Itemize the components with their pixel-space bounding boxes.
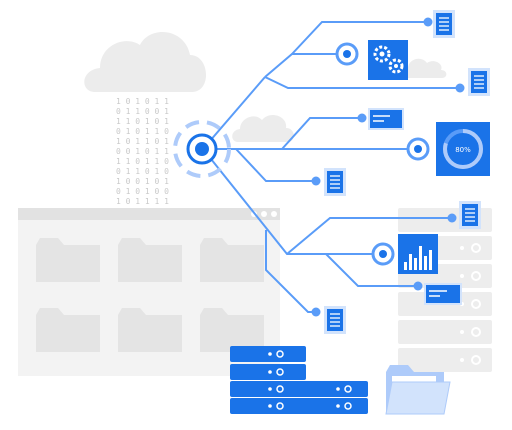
document-icon xyxy=(459,201,481,229)
terminal-window-icon xyxy=(368,108,404,130)
terminal-window-icon xyxy=(424,283,462,305)
svg-text:1 0 1 1 1 1: 1 0 1 1 1 1 xyxy=(116,197,169,206)
svg-text:0 1 1 0 1 0: 0 1 1 0 1 0 xyxy=(116,167,169,176)
svg-text:0 0 1 0 1 1: 0 0 1 0 1 1 xyxy=(116,147,169,156)
svg-text:1 0 0 1 0 1: 1 0 0 1 0 1 xyxy=(116,177,169,186)
svg-text:0 1 0 1 0 0: 0 1 0 1 0 0 xyxy=(116,187,169,196)
folder-icon xyxy=(200,238,264,282)
svg-text:1 0 1 1 0 1: 1 0 1 1 0 1 xyxy=(116,137,169,146)
document-icon xyxy=(324,168,346,196)
folder-icon xyxy=(36,308,100,352)
svg-text:0 1 1 0 0 1: 0 1 1 0 0 1 xyxy=(116,107,169,116)
progress-gauge-icon: 80% xyxy=(436,122,490,176)
svg-text:1 1 0 1 0 1: 1 1 0 1 0 1 xyxy=(116,117,169,126)
binary-rain: 1 0 1 0 1 1 0 1 1 0 0 1 1 1 0 1 0 1 0 1 … xyxy=(116,97,169,206)
svg-text:1 1 0 1 1 0: 1 1 0 1 1 0 xyxy=(116,157,169,166)
blue-server-stack-icon xyxy=(230,346,368,414)
folder-grid xyxy=(36,238,264,352)
gauge-value-label: 80% xyxy=(455,146,471,154)
folder-icon xyxy=(200,308,264,352)
small-cloud-icon xyxy=(232,114,294,142)
gauge-arc xyxy=(443,129,483,169)
folder-icon xyxy=(36,238,100,282)
data-cloud-icon xyxy=(84,32,207,92)
small-cloud-icon xyxy=(401,58,447,78)
network-hub-icon xyxy=(173,120,231,178)
document-icon xyxy=(468,68,490,96)
open-folder-icon xyxy=(385,365,451,415)
folder-icon xyxy=(118,308,182,352)
node-target-icon xyxy=(371,242,395,266)
settings-gears-icon xyxy=(368,40,408,80)
connector-dots xyxy=(311,17,465,317)
connection-lines xyxy=(202,21,460,313)
svg-text:1 0 1 0 1 1: 1 0 1 0 1 1 xyxy=(116,97,169,106)
node-target-icon xyxy=(406,137,430,161)
folder-icon xyxy=(118,238,182,282)
svg-text:0 1 0 1 1 0: 0 1 0 1 1 0 xyxy=(116,127,169,136)
node-target-icon xyxy=(335,42,359,66)
document-icon xyxy=(433,10,455,38)
document-icon xyxy=(324,306,346,334)
bar-chart-icon xyxy=(398,234,438,274)
